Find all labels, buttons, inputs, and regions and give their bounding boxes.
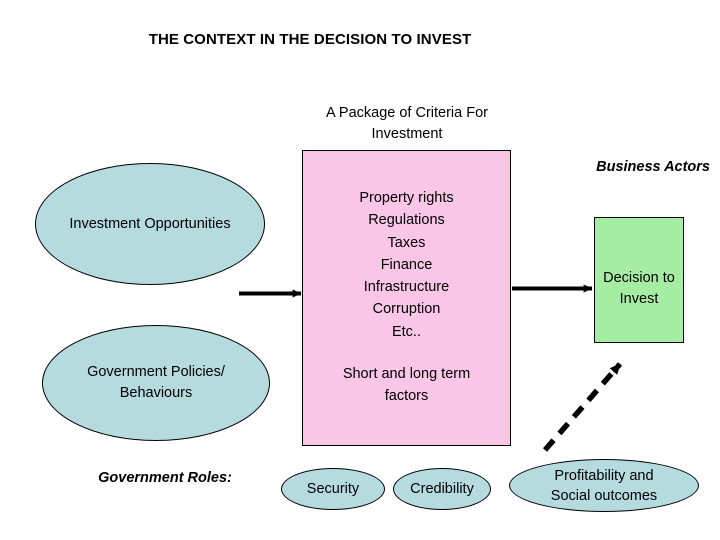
node-government-policies-label: Government Policies/ Behaviours	[87, 364, 225, 401]
page-title: THE CONTEXT IN THE DECISION TO INVEST	[148, 31, 472, 48]
node-criteria-package[interactable]: Property rights Regulations Taxes Financ…	[302, 150, 511, 446]
node-decision-to-invest-label: Decision to Invest	[603, 270, 675, 307]
criteria-timeframe-label: Short and long term factors	[342, 366, 471, 405]
node-profitability-social-outcomes-label: Profitability and Social outcomes	[550, 467, 658, 504]
business-actors-label: Business Actors	[596, 159, 710, 175]
node-investment-opportunities-label: Investment Opportunities	[69, 215, 231, 232]
criteria-list-label: Property rights Regulations Taxes Financ…	[359, 190, 454, 340]
node-security-label: Security	[306, 480, 360, 497]
node-decision-to-invest[interactable]: Decision to Invest	[594, 217, 684, 343]
node-profitability-social-outcomes[interactable]: Profitability and Social outcomes	[509, 459, 699, 512]
node-security[interactable]: Security	[281, 468, 385, 510]
node-investment-opportunities[interactable]: Investment Opportunities	[35, 163, 265, 285]
government-roles-label: Government Roles:	[98, 470, 232, 486]
node-government-policies[interactable]: Government Policies/ Behaviours	[42, 325, 270, 441]
arrow-outcomes-to-decision	[542, 362, 623, 452]
node-credibility[interactable]: Credibility	[393, 468, 491, 510]
package-criteria-caption: A Package of Criteria For Investment	[326, 105, 488, 142]
node-credibility-label: Credibility	[410, 480, 474, 497]
